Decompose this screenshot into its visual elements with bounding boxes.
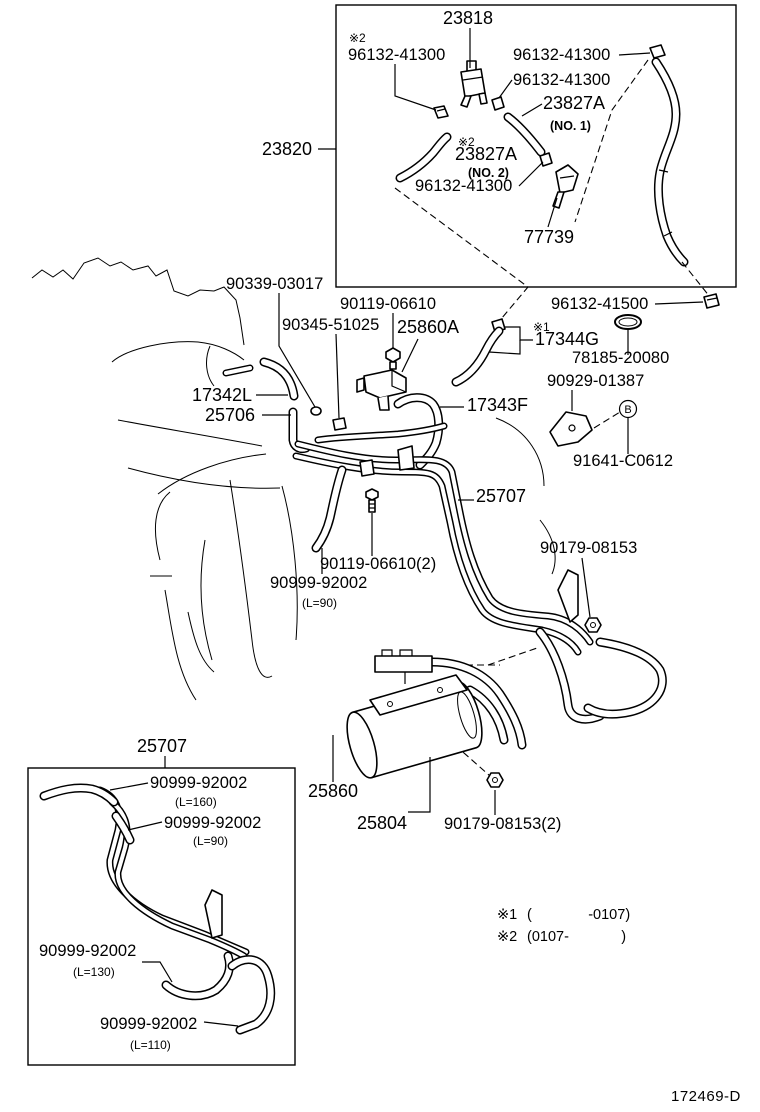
inset-hose-l110 [232, 960, 271, 1030]
callout-78185-20080: 78185-20080 [572, 349, 669, 367]
hose-90999-92002-l90 [316, 470, 342, 548]
pipe-assembly-25707 [296, 426, 590, 652]
engine-outline [31, 257, 556, 701]
vsv-23818 [460, 60, 488, 108]
hose-right [656, 62, 684, 262]
callout-91641-c0612: 91641-C0612 [573, 452, 673, 470]
legend-row-1: ※1 ( -0107) [497, 907, 630, 923]
callout-90345-51025: 90345-51025 [282, 316, 379, 334]
note-mark-1a: ※1 [533, 320, 550, 334]
inset-pipe-assembly [100, 790, 246, 956]
callout-clip-a: 96132-41300 [348, 46, 445, 64]
callout-hose-no1: 23827A [543, 93, 605, 113]
inset-callout-h90-length: (L=90) [193, 834, 228, 848]
hose-clip-d [539, 152, 553, 167]
callout-96132-41500: 96132-41500 [551, 295, 648, 313]
callout-17344g: 17344G [535, 329, 599, 349]
note-mark-2a: ※2 [349, 31, 366, 45]
callout-17342l: 17342L [192, 385, 252, 405]
inset-callout-h90: 90999-92002 [164, 814, 261, 832]
callout-90339-03017: 90339-03017 [226, 275, 323, 293]
hose-23827a-no2 [400, 137, 447, 178]
callout-hose-l90-length: (L=90) [302, 596, 337, 610]
vsv-25860a [356, 369, 407, 411]
reference-b-marker: B [618, 399, 638, 419]
legend-range-2: (0107- ) [527, 929, 626, 945]
applicability-legend: ※1 ( -0107) ※2 (0107- ) [497, 907, 630, 945]
bolt-90119-06610 [385, 347, 401, 370]
bracket-91641-c0612 [549, 411, 593, 447]
callout-77739: 77739 [524, 227, 574, 247]
canister-bracket-25804 [369, 674, 468, 716]
hose-17344g [456, 331, 499, 382]
inset-callout-h130-length: (L=130) [73, 965, 115, 979]
hose-clip-b [649, 44, 666, 59]
callout-clip-b: 96132-41300 [513, 46, 610, 64]
legend-range-1: ( -0107) [527, 907, 630, 923]
legend-mark-1: ※1 [497, 907, 517, 923]
inset-25707-box [27, 767, 296, 1066]
hose-clip-c [491, 96, 505, 111]
valve-77739 [552, 164, 579, 209]
note-mark-2b: ※2 [458, 135, 475, 149]
callout-90179-08153-2: 90179-08153(2) [444, 815, 561, 833]
callout-clip-c: 96132-41300 [513, 71, 610, 89]
leader-lines [256, 28, 704, 815]
hose-u2 [588, 642, 662, 714]
callout-hose-no2: 23827A [455, 144, 517, 164]
legend-mark-2: ※2 [497, 929, 517, 945]
inset-hose-l160 [44, 788, 114, 802]
callout-25804: 25804 [357, 813, 407, 833]
callout-90929-01387: 90929-01387 [547, 372, 644, 390]
nut-90179-08153-2 [486, 772, 504, 788]
callout-25860: 25860 [308, 781, 358, 801]
inset-callout-h110-length: (L=110) [130, 1038, 171, 1052]
callout-clip-d: 96132-41300 [415, 177, 512, 195]
callout-23820: 23820 [262, 139, 312, 159]
clamp-78185-20080 [614, 314, 642, 330]
callout-hose-l90: 90999-92002 [270, 574, 367, 592]
inset-leader-lines [109, 756, 239, 1027]
inset-callout-h160-length: (L=160) [175, 795, 217, 809]
legend-row-2: ※2 (0107- ) [497, 929, 626, 945]
callout-25707: 25707 [476, 486, 526, 506]
fitting-90339-03017 [310, 406, 322, 416]
diagram-id: 172469-D [671, 1088, 741, 1105]
dashed-guides [394, 59, 711, 777]
hose-17342l [264, 362, 294, 396]
bolt-90119-06610-2 [365, 488, 379, 513]
callout-hose-no2-sub: (NO. 2) [468, 166, 509, 180]
callout-17343f: 17343F [467, 395, 528, 415]
nut-90179-08153 [584, 617, 602, 633]
callout-25860a: 25860A [397, 317, 459, 337]
assembly-23820-box [335, 4, 737, 288]
callout-25706: 25706 [205, 405, 255, 425]
fitting-90345-51025 [332, 417, 347, 431]
inset-callout-h110: 90999-92002 [100, 1015, 197, 1033]
inset-callout-h130: 90999-92002 [39, 942, 136, 960]
hose-clip-96132-41500 [703, 293, 720, 309]
callout-90119-06610: 90119-06610 [340, 295, 436, 313]
callout-90179-08153: 90179-08153 [540, 539, 637, 557]
pipe-stub [226, 368, 250, 373]
callout-23818: 23818 [443, 8, 493, 28]
canister-connector [374, 649, 433, 684]
reference-b-label: B [624, 404, 631, 416]
inset-callout-h160: 90999-92002 [150, 774, 247, 792]
callout-90119-06610-2: 90119-06610(2) [320, 555, 436, 573]
inset-title: 25707 [137, 736, 187, 756]
inset-hose-l130 [166, 956, 230, 996]
hose-clip-a [433, 105, 449, 119]
callout-hose-no1-sub: (NO. 1) [550, 119, 591, 133]
